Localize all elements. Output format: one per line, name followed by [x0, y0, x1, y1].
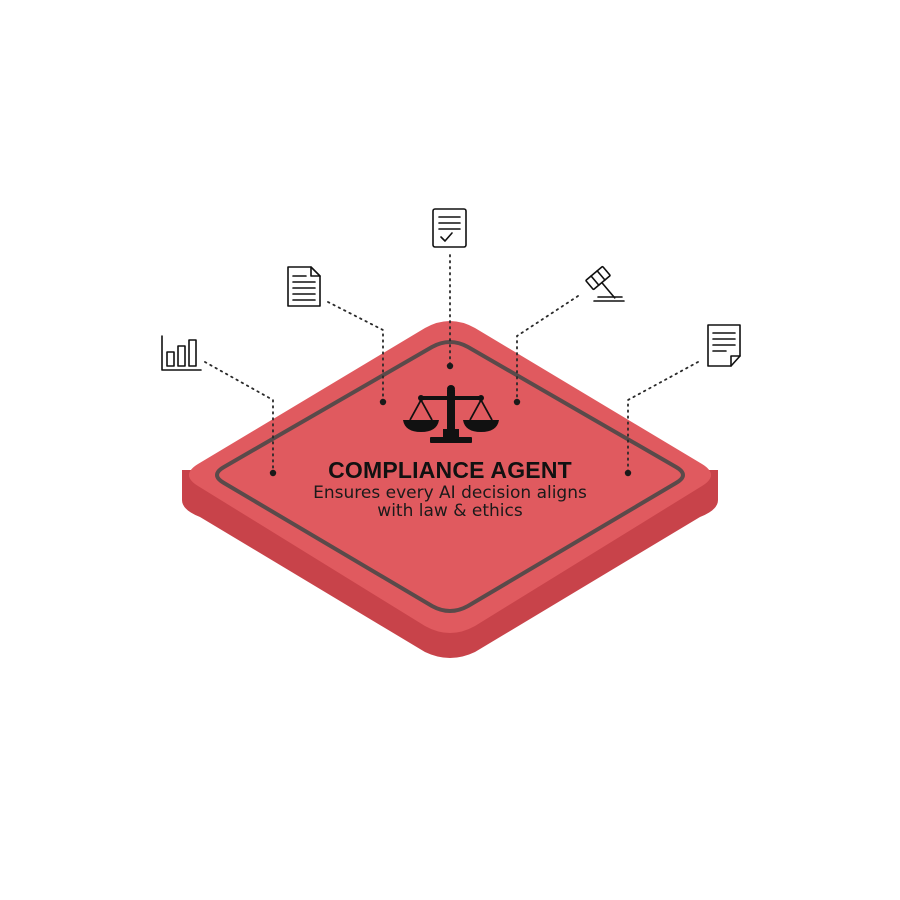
connector-dot-gavel	[513, 398, 521, 406]
agent-description-line-2: with law & ethics	[377, 501, 523, 521]
scales-of-justice-icon	[403, 385, 499, 443]
gavel-icon	[585, 265, 625, 302]
connector-dot-document	[379, 398, 387, 406]
agent-title: COMPLIANCE AGENT	[328, 457, 572, 483]
bar-chart-icon	[161, 335, 202, 371]
connector-dot-bar-chart	[269, 469, 277, 477]
connector-document	[327, 301, 384, 403]
checked-document-icon	[432, 208, 467, 248]
agent-description-line-1: Ensures every AI decision aligns	[313, 483, 587, 503]
platform-top	[189, 321, 711, 633]
folded-document-icon	[707, 324, 741, 367]
connector-bar-chart	[204, 361, 274, 473]
document-icon	[287, 266, 321, 307]
connector-dot-folded-document	[624, 469, 632, 477]
connector-dot-checked-document	[446, 362, 454, 370]
platform-inner-border	[215, 340, 685, 613]
connector-gavel	[516, 295, 579, 403]
connector-folded-document	[627, 361, 699, 473]
